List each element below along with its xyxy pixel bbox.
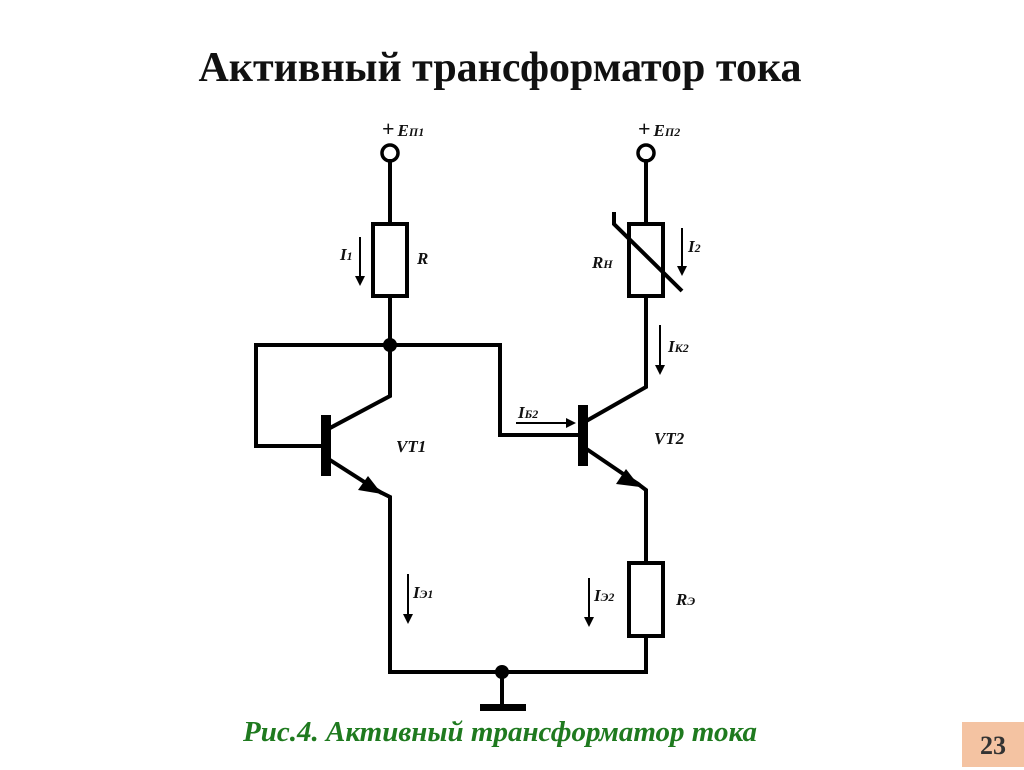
junction-dot: [383, 338, 397, 352]
variable-resistor-slash: [612, 212, 684, 293]
supply2-label: +EП2: [638, 116, 680, 141]
figure-caption: Рис.4. Активный трансформатор тока: [243, 716, 757, 748]
resistor-load: [627, 222, 665, 298]
current-ie2-label: IЭ2: [593, 586, 614, 605]
vt1-base-bar: [321, 415, 331, 476]
vt1-label: VT1: [396, 437, 426, 456]
supply2-terminal: [636, 143, 656, 163]
supply1-terminal: [380, 143, 400, 163]
slide-title: Активный трансформатор тока: [198, 45, 802, 91]
current-ie1-label: IЭ1: [412, 583, 433, 602]
ground-junction-dot: [495, 665, 509, 679]
page-number-badge: 23: [962, 722, 1024, 767]
resistor-emitter: [627, 561, 665, 638]
resistor-emitter-label: RЭ: [675, 590, 695, 609]
vt2-label: VT2: [654, 429, 685, 448]
vt2-emitter-arrow: [616, 469, 640, 487]
current-i2-label: I2: [687, 237, 701, 256]
wires: [254, 159, 648, 708]
current-i1-label: I1: [339, 245, 353, 264]
current-ik2-label: IК2: [667, 337, 689, 356]
current-arrows: [355, 228, 687, 627]
vt1-emitter-arrow: [358, 476, 382, 494]
supply1-label: +EП1: [382, 116, 424, 141]
resistor-r-label: R: [416, 249, 428, 268]
current-ib2-label: IБ2: [517, 403, 538, 422]
ground-symbol: [480, 704, 526, 711]
vt2-base-bar: [578, 405, 588, 466]
resistor-r: [371, 222, 409, 298]
resistor-load-label: RН: [591, 253, 613, 272]
